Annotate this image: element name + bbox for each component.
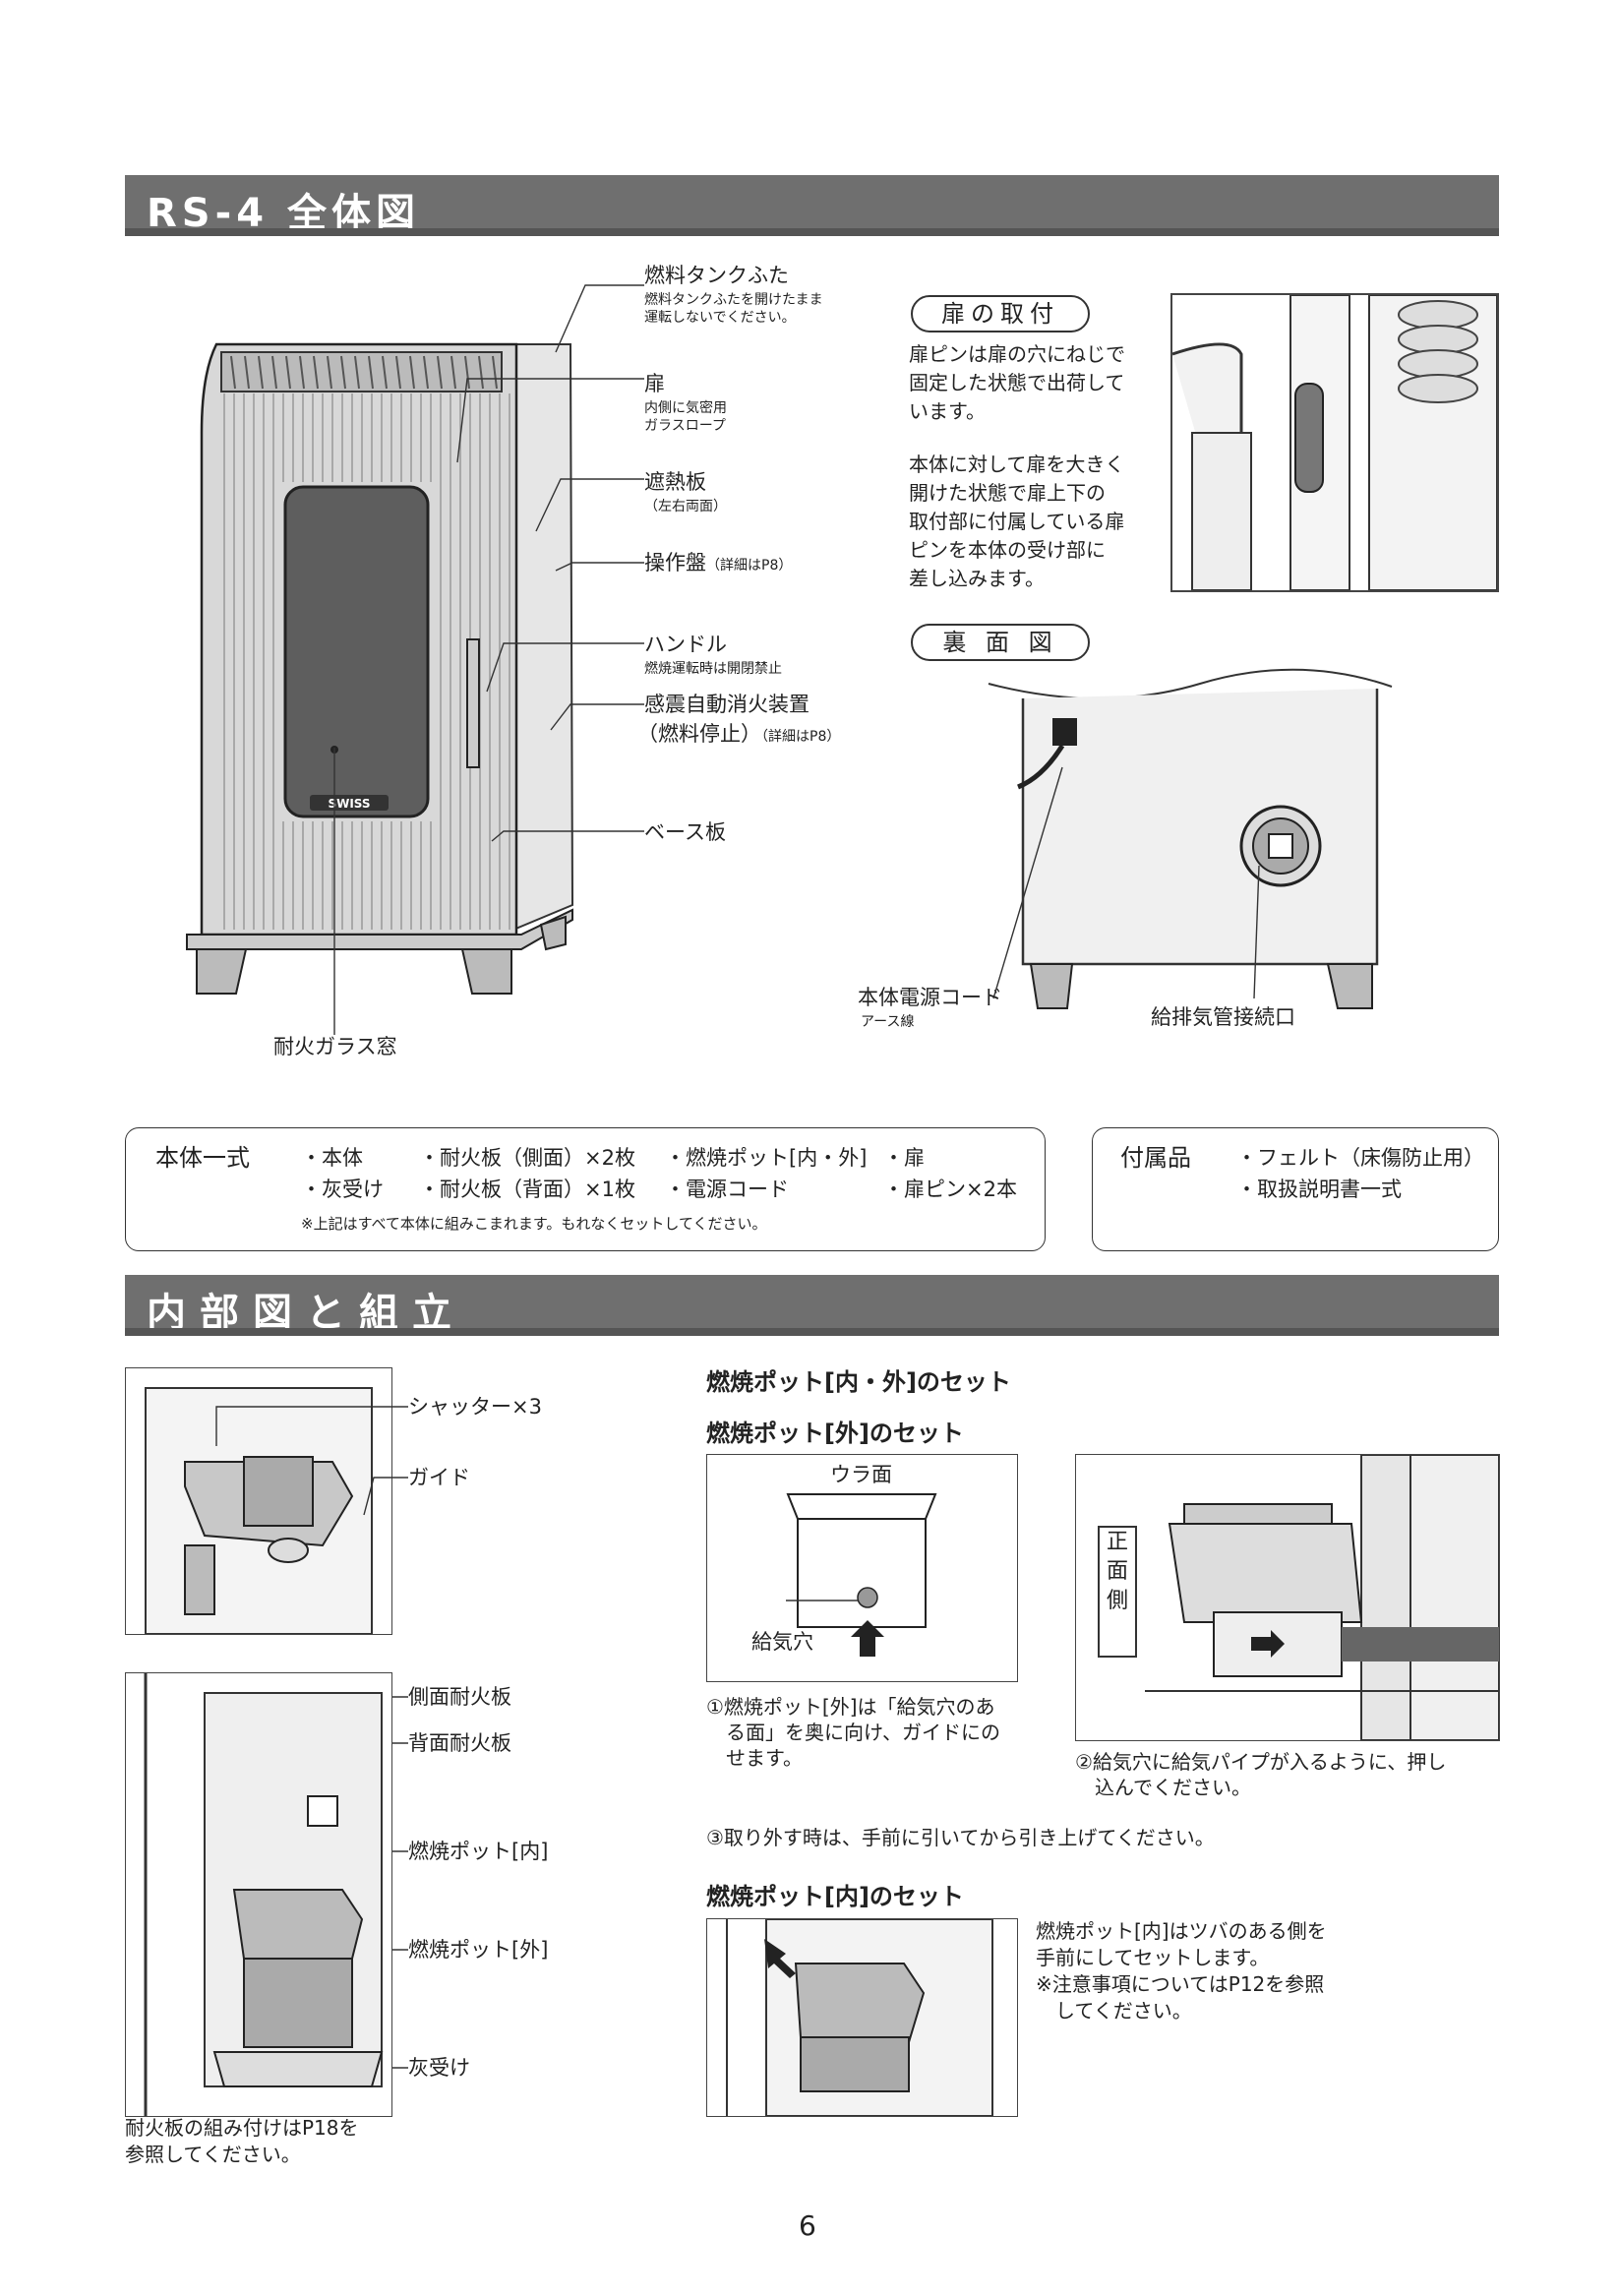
section-header-overview: RS-4 全体図 [125,175,1499,236]
quake-text: （燃料停止） [637,722,761,746]
internal-shutter-figure [125,1367,392,1635]
panel-note: （詳細はP8） [706,558,793,574]
body-set-item: ・扉 [883,1146,925,1170]
section-header-internal: 内部図と組立 [125,1275,1499,1336]
panel-text: 操作盤 [644,551,706,574]
accessory-item: ・取扱説明書一式 [1236,1178,1402,1201]
label-pot-outer: 燃焼ポット[外] [408,1938,549,1962]
quake-note: （詳細はP8） [761,729,841,745]
label-flue: 給排気管接続口 [1151,1005,1295,1029]
body-set-note: ※上記はすべて本体に組みこまれます。もれなくセットしてください。 [301,1215,767,1233]
pot-step2: ②給気穴に給気パイプが入るように、押し 込んでください。 [1075,1750,1447,1799]
label-fuel-cap: 燃料タンクふた [644,264,789,287]
body-set-item: ・電源コード [665,1178,789,1201]
label-handle: ハンドル [644,633,727,656]
label-back-face: ウラ面 [830,1463,892,1486]
body-set-item: ・灰受け [301,1178,384,1201]
label-shutter: シャッター×3 [408,1395,542,1419]
label-earth: アース線 [861,1014,915,1030]
label-side-firebrick: 側面耐火板 [408,1685,511,1709]
rear-view-title: 裏 面 図 [911,624,1090,661]
body-set-item: ・耐火板（側面）×2枚 [419,1146,635,1170]
label-back-firebrick: 背面耐火板 [408,1731,511,1755]
label-base: ベース板 [644,820,726,844]
body-set-item: ・燃焼ポット[内・外] [665,1146,868,1170]
note-fuel-cap: 燃料タンクふたを開けたまま 運転しないでください。 [644,292,823,326]
accessory-item: ・フェルト（床傷防止用） [1236,1146,1484,1170]
body-set-box: 本体一式 ・本体 ・耐火板（側面）×2枚 ・燃焼ポット[内・外] ・扉 ・灰受け… [125,1127,1046,1251]
label-glass: 耐火ガラス窓 [273,1035,397,1058]
accessories-box: 付属品 ・フェルト（床傷防止用） ・取扱説明書一式 [1092,1127,1499,1251]
pot-outer-heading: 燃焼ポット[外]のセット [706,1420,964,1447]
label-quake: 感震自動消火装置 [644,693,810,716]
pot-inner-figure [706,1918,1018,2117]
label-guide: ガイド [408,1466,470,1489]
label-air-hole: 給気穴 [751,1630,813,1654]
note-door: 内側に気密用 ガラスロープ [644,400,727,434]
pot-set-heading: 燃焼ポット[内・外]のセット [706,1368,1011,1396]
stove-logo: SWISS [328,797,370,811]
pot-inner-heading: 燃焼ポット[内]のセット [706,1883,964,1910]
body-set-item: ・扉ピン×2本 [883,1178,1017,1201]
pot-step1: ①燃焼ポット[外]は「給気穴のあ る面」を奥に向け、ガイドにの せます。 [706,1695,1000,1770]
note-handle: 燃焼運転時は開閉禁止 [644,661,782,677]
internal-firebrick-figure [125,1672,392,2117]
note-heat-shield: （左右両面） [644,499,727,514]
pot-step3: ③取り外す時は、手前に引いてから引き上げてください。 [706,1826,1215,1849]
label-control-panel: 操作盤（詳細はP8） [644,551,792,578]
pot-outer-figure: ウラ面 給気穴 [706,1454,1018,1682]
pot-insert-figure: 正 面 側 [1075,1454,1500,1741]
rear-view-illustration [988,668,1393,1009]
label-heat-shield: 遮熱板 [644,470,706,494]
door-mount-para2: 本体に対して扉を大きく 開けた状態で扉上下の 取付部に付属している扉 ピンを本体… [909,453,1125,590]
page-number: 6 [799,2209,816,2242]
label-quake-2: （燃料停止）（詳細はP8） [637,722,840,750]
label-door: 扉 [644,372,665,395]
door-pin-photo [1170,293,1499,592]
door-mount-para1: 扉ピンは扉の穴にねじで 固定した状態で出荷して います。 [909,342,1125,423]
label-front-side: 正 面 側 [1098,1526,1137,1658]
internal-note: 耐火板の組み付けはP18を 参照してください。 [125,2116,359,2166]
accessories-title: 付属品 [1120,1144,1191,1172]
label-ash: 灰受け [408,2056,470,2080]
body-set-title: 本体一式 [155,1144,250,1172]
label-pot-inner: 燃焼ポット[内] [408,1840,549,1863]
label-power-cord: 本体電源コード [858,986,1002,1009]
door-mount-title: 扉の取付 [911,295,1090,332]
body-set-item: ・本体 [301,1146,363,1170]
stove-illustration: SWISS [186,342,574,995]
pot-inner-text: 燃焼ポット[内]はツバのある側を 手前にしてセットします。 ※注意事項については… [1036,1919,1327,2023]
body-set-item: ・耐火板（背面）×1枚 [419,1178,635,1201]
